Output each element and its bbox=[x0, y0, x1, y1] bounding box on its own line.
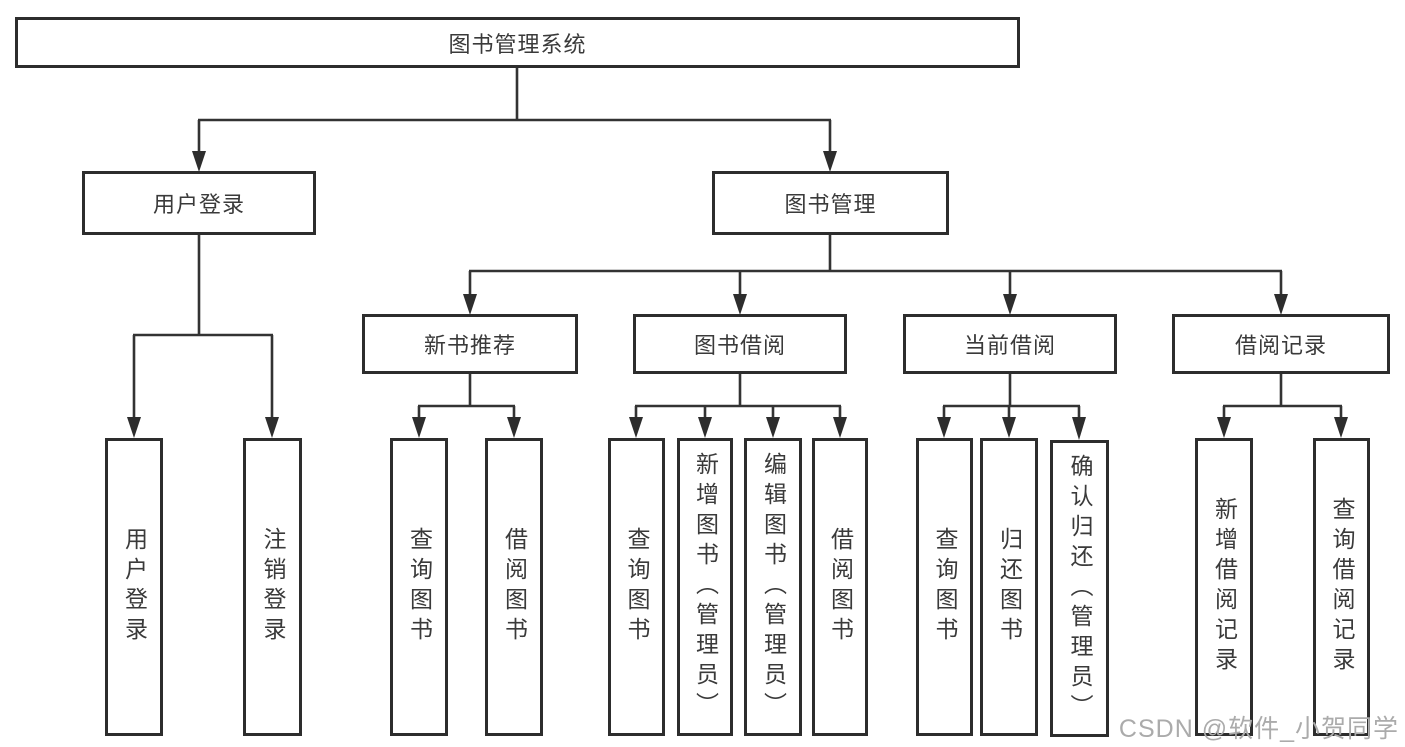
node-label: 查询借阅记录 bbox=[1329, 497, 1355, 677]
node-book-management: 图书管理 bbox=[712, 171, 949, 235]
leaf-query-books-recommend: 查询图书 bbox=[390, 438, 448, 736]
leaf-logout: 注销登录 bbox=[243, 438, 302, 736]
node-label: 图书借阅 bbox=[693, 333, 786, 358]
node-label: 新增借阅记录 bbox=[1211, 497, 1238, 677]
csdn-watermark: CSDN @软件_小贺同学 bbox=[1118, 715, 1399, 743]
node-label: 借阅记录 bbox=[1234, 333, 1327, 358]
node-label: 新增图书（管理员） bbox=[692, 452, 719, 722]
node-label: 查询图书 bbox=[932, 527, 958, 647]
node-label: 借阅图书 bbox=[501, 527, 528, 647]
node-label: 图书管理系统 bbox=[448, 31, 587, 57]
leaf-query-books-borrow: 查询图书 bbox=[608, 438, 665, 736]
leaf-confirm-return-admin: 确认归还（管理员） bbox=[1050, 440, 1109, 737]
node-borrow-records: 借阅记录 bbox=[1172, 314, 1390, 374]
leaf-user-login: 用户登录 bbox=[105, 438, 163, 736]
leaf-return-books: 归还图书 bbox=[980, 438, 1038, 736]
node-label: 编辑图书（管理员） bbox=[760, 452, 787, 722]
node-label: 注销登录 bbox=[260, 527, 286, 647]
node-label: 归还图书 bbox=[996, 527, 1023, 647]
node-user-login: 用户登录 bbox=[82, 171, 316, 235]
leaf-edit-books-admin: 编辑图书（管理员） bbox=[744, 438, 802, 736]
leaf-query-books-current: 查询图书 bbox=[916, 438, 973, 736]
arrowhead-icons bbox=[127, 151, 1348, 440]
node-book-borrow: 图书借阅 bbox=[633, 314, 847, 374]
leaf-borrow-books: 借阅图书 bbox=[812, 438, 868, 736]
node-label: 查询图书 bbox=[624, 527, 650, 647]
node-label: 用户登录 bbox=[152, 192, 245, 217]
node-label: 图书管理 bbox=[784, 192, 877, 217]
node-label: 新书推荐 bbox=[423, 333, 516, 358]
node-new-book-recommend: 新书推荐 bbox=[362, 314, 578, 374]
leaf-add-borrow-record: 新增借阅记录 bbox=[1195, 438, 1253, 736]
node-label: 查询图书 bbox=[406, 527, 433, 647]
leaf-borrow-books-recommend: 借阅图书 bbox=[485, 438, 543, 736]
leaf-add-books-admin: 新增图书（管理员） bbox=[677, 438, 733, 736]
leaf-query-borrow-record: 查询借阅记录 bbox=[1313, 438, 1370, 736]
node-root-library-system: 图书管理系统 bbox=[15, 17, 1020, 68]
node-label: 借阅图书 bbox=[827, 527, 854, 647]
node-current-borrow: 当前借阅 bbox=[903, 314, 1117, 374]
node-label: 用户登录 bbox=[121, 527, 148, 647]
node-label: 确认归还（管理员） bbox=[1067, 453, 1093, 724]
node-label: 当前借阅 bbox=[963, 333, 1056, 358]
